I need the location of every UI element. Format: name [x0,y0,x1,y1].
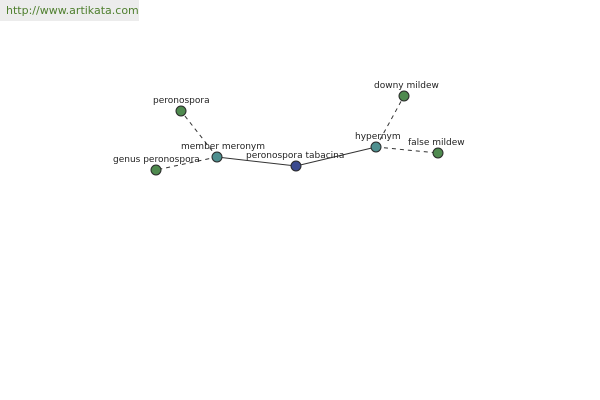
node-genus-peronospora[interactable] [150,164,162,176]
site-url-link[interactable]: http://www.artikata.com [6,4,139,17]
center-label[interactable]: peronospora tabacina [246,151,344,161]
edge-member-meronym-genus-peronospora [155,156,218,171]
url-bar: http://www.artikata.com [0,0,139,21]
node-relation-hypernym[interactable] [370,141,382,153]
leaf-label-false-mildew[interactable]: false mildew [408,138,465,148]
edge-center-hypernym [295,146,377,167]
node-center[interactable] [290,160,302,172]
leaf-label-genus-peronospora[interactable]: genus peronospora [113,155,200,165]
leaf-label-downy-mildew[interactable]: downy mildew [374,81,439,91]
node-false-mildew[interactable] [432,147,444,159]
edge-hypernym-false-mildew [375,146,439,154]
edge-hypernym-downy-mildew [375,95,405,148]
edge-member-meronym-peronospora [180,110,218,158]
edge-center-member-meronym [216,156,297,167]
node-downy-mildew[interactable] [398,90,410,102]
relation-label-member-meronym: member meronym [181,142,265,152]
relation-label-hypernym: hypernym [355,132,401,142]
node-relation-member-meronym[interactable] [211,151,223,163]
leaf-label-peronospora[interactable]: peronospora [153,96,210,106]
node-peronospora[interactable] [175,105,187,117]
